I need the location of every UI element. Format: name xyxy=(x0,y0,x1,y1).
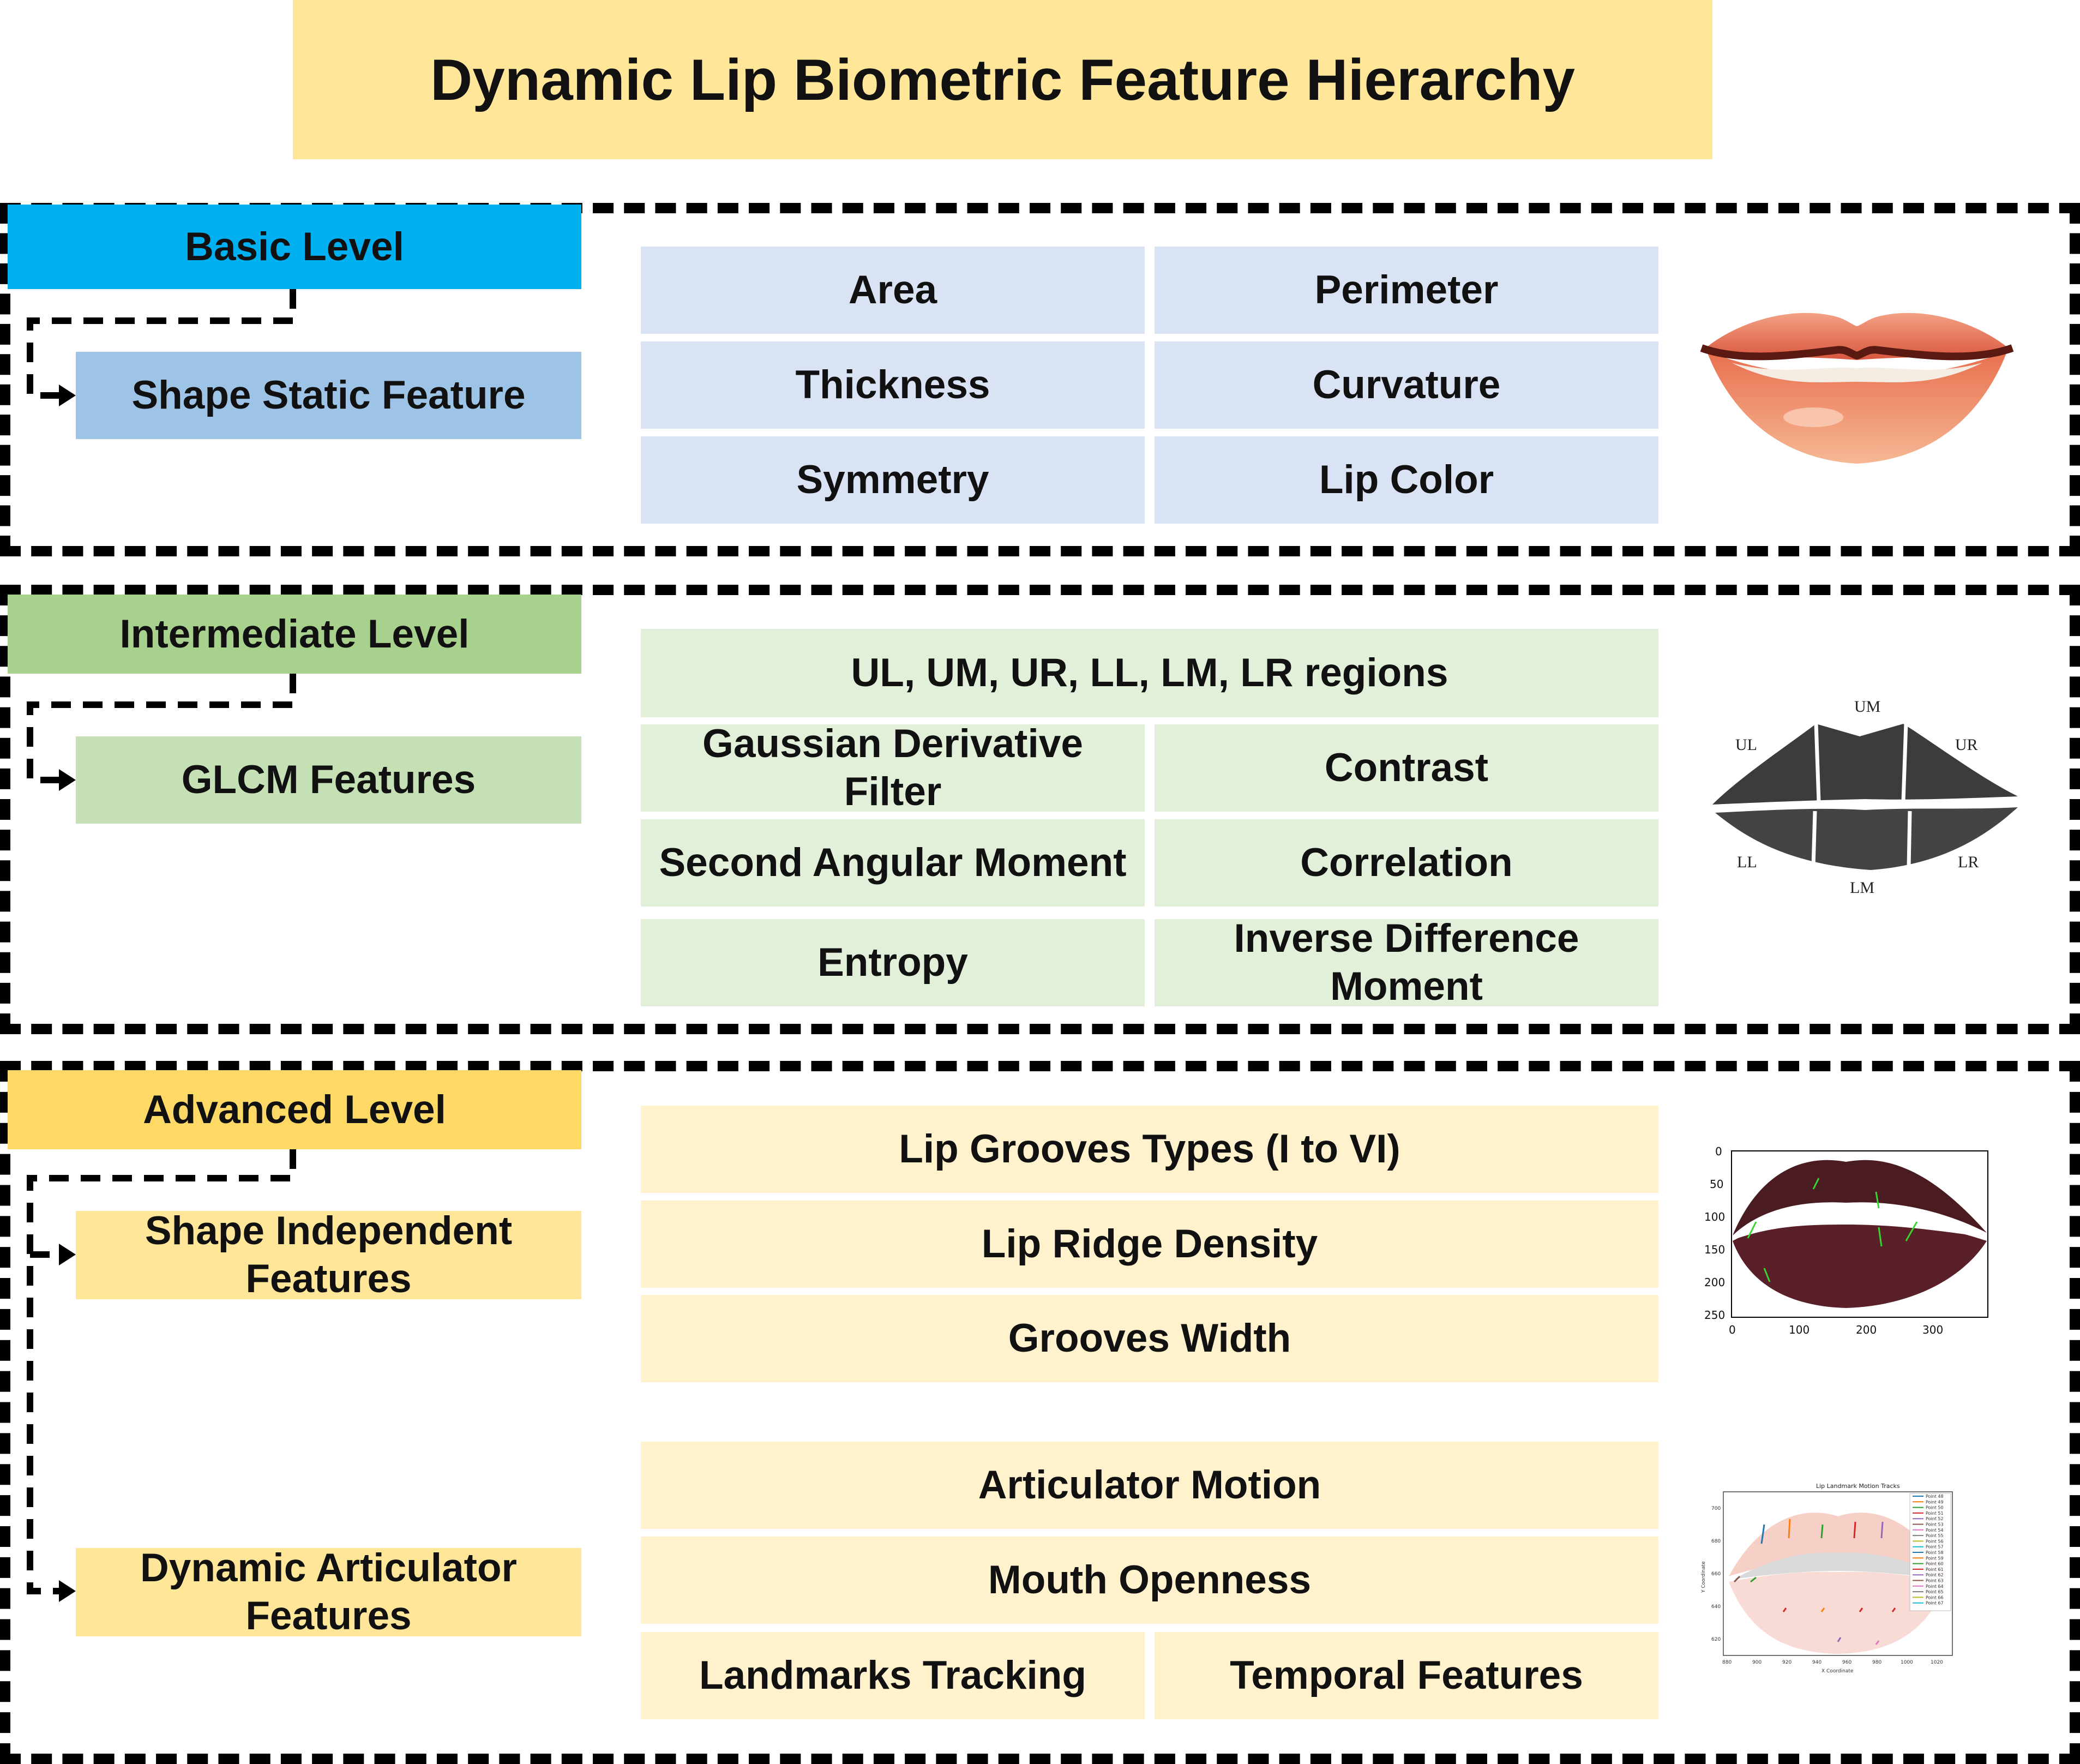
motion-ytick-640: 640 xyxy=(1711,1604,1721,1610)
motion-xtick-960: 960 xyxy=(1842,1660,1851,1665)
grooves-ytick-200: 200 xyxy=(1704,1276,1725,1289)
page-title: Dynamic Lip Biometric Feature Hierarchy xyxy=(293,0,1712,159)
glcm-cell-correlation: Correlation xyxy=(1155,819,1658,907)
legend-entry: Point 66 xyxy=(1926,1595,1944,1600)
motion-xtick-940: 940 xyxy=(1812,1660,1821,1665)
glcm-cell-contrast: Contrast xyxy=(1155,724,1658,812)
legend-entry: Point 58 xyxy=(1926,1550,1944,1555)
shape-static-feature-label: Shape Static Feature xyxy=(76,352,581,439)
basic-cell-thickness: Thickness xyxy=(641,341,1145,429)
motion-xtick-980: 980 xyxy=(1872,1660,1881,1665)
legend-entry: Point 49 xyxy=(1926,1499,1944,1504)
advanced-cell-temporal-features: Temporal Features xyxy=(1155,1632,1658,1719)
grooves-ytick-50: 50 xyxy=(1710,1178,1723,1191)
glcm-regions-header: UL, UM, UR, LL, LM, LR regions xyxy=(641,629,1658,717)
legend-entry: Point 48 xyxy=(1926,1494,1944,1499)
region-label-um: UM xyxy=(1854,698,1880,716)
lip-grooves-plot: 0 50 100 150 200 250 0 100 200 300 xyxy=(1704,1145,1988,1336)
glcm-cell-gaussian: Gaussian Derivative Filter xyxy=(641,722,1145,814)
region-label-lm: LM xyxy=(1850,879,1874,897)
glcm-cell-second-angular-moment: Second Angular Moment xyxy=(641,819,1145,907)
advanced-cell-lip-ridge-density: Lip Ridge Density xyxy=(641,1201,1658,1288)
legend-entry: Point 59 xyxy=(1926,1556,1944,1561)
grooves-xtick-100: 100 xyxy=(1789,1323,1810,1336)
basic-level-label: Basic Level xyxy=(8,205,581,289)
basic-cell-curvature: Curvature xyxy=(1155,341,1658,429)
legend-entry: Point 50 xyxy=(1926,1505,1944,1510)
legend-entry: Point 56 xyxy=(1926,1539,1944,1544)
grooves-xtick-300: 300 xyxy=(1922,1323,1943,1336)
intermediate-level-section xyxy=(0,585,2080,1034)
region-label-lr: LR xyxy=(1958,853,1979,871)
advanced-cell-mouth-openness: Mouth Openness xyxy=(641,1537,1658,1624)
motion-ytick-700: 700 xyxy=(1711,1506,1721,1511)
basic-cell-lip-color: Lip Color xyxy=(1155,436,1658,524)
glcm-cell-entropy: Entropy xyxy=(641,919,1145,1006)
motion-xtick-1020: 1020 xyxy=(1931,1660,1943,1665)
intermediate-level-label: Intermediate Level xyxy=(8,595,581,674)
legend-entry: Point 55 xyxy=(1926,1533,1944,1538)
motion-xtick-900: 900 xyxy=(1752,1660,1762,1665)
legend-entry: Point 57 xyxy=(1926,1545,1944,1550)
legend-entry: Point 62 xyxy=(1926,1573,1944,1577)
grooves-ytick-150: 150 xyxy=(1704,1243,1725,1256)
advanced-cell-articulator-motion: Articulator Motion xyxy=(641,1442,1658,1529)
motion-xtick-920: 920 xyxy=(1782,1660,1792,1665)
glcm-features-label: GLCM Features xyxy=(76,736,581,824)
motion-plot-title: Lip Landmark Motion Tracks xyxy=(1816,1483,1900,1490)
legend-entry: Point 53 xyxy=(1926,1522,1944,1527)
dynamic-articulator-features-label: Dynamic Articulator Features xyxy=(76,1546,581,1638)
advanced-cell-grooves-width: Grooves Width xyxy=(641,1295,1658,1382)
shape-independent-features-label: Shape Independent Features xyxy=(76,1209,581,1301)
motion-ytick-660: 660 xyxy=(1711,1571,1721,1577)
grooves-ytick-0: 0 xyxy=(1715,1145,1722,1158)
grooves-ytick-100: 100 xyxy=(1704,1210,1725,1223)
grooves-xtick-0: 0 xyxy=(1729,1323,1736,1336)
legend-entry: Point 65 xyxy=(1926,1589,1944,1594)
motion-ylabel: Y Coordinate xyxy=(1701,1561,1706,1593)
legend-entry: Point 51 xyxy=(1926,1511,1944,1516)
red-lips-illustration xyxy=(1700,313,2014,464)
glcm-cell-inverse-difference-moment: Inverse Difference Moment xyxy=(1155,916,1658,1009)
motion-xtick-880: 880 xyxy=(1722,1660,1732,1665)
legend-entry: Point 54 xyxy=(1926,1528,1944,1533)
region-label-ul: UL xyxy=(1735,736,1757,754)
legend-entry: Point 64 xyxy=(1926,1584,1944,1589)
legend-entry: Point 60 xyxy=(1926,1562,1944,1567)
region-label-ll: LL xyxy=(1737,853,1757,871)
basic-cell-perimeter: Perimeter xyxy=(1155,247,1658,334)
advanced-cell-lip-grooves-types: Lip Grooves Types (I to VI) xyxy=(641,1106,1658,1193)
motion-ytick-620: 620 xyxy=(1711,1637,1721,1642)
motion-xtick-1000: 1000 xyxy=(1901,1660,1913,1665)
grooves-xtick-200: 200 xyxy=(1856,1323,1877,1336)
motion-xlabel: X Coordinate xyxy=(1821,1669,1854,1674)
legend-entry: Point 63 xyxy=(1926,1579,1944,1583)
region-label-ur: UR xyxy=(1955,736,1978,754)
legend-entry: Point 52 xyxy=(1926,1516,1944,1521)
legend-entry: Point 67 xyxy=(1926,1601,1944,1606)
advanced-cell-landmarks-tracking: Landmarks Tracking xyxy=(641,1632,1145,1719)
motion-ytick-680: 680 xyxy=(1711,1539,1721,1544)
legend-entry: Point 61 xyxy=(1926,1567,1944,1572)
grooves-ytick-250: 250 xyxy=(1704,1309,1725,1322)
advanced-level-label: Advanced Level xyxy=(8,1070,581,1149)
advanced-level-section xyxy=(0,1061,2080,1764)
basic-cell-area: Area xyxy=(641,247,1145,334)
landmark-motion-tracks-plot: Lip Landmark Motion Tracks Point 48Point… xyxy=(1701,1483,1953,1674)
basic-cell-symmetry: Symmetry xyxy=(641,436,1145,524)
segmented-lips-illustration: UM UL UR LL LM LR xyxy=(1712,698,2018,897)
